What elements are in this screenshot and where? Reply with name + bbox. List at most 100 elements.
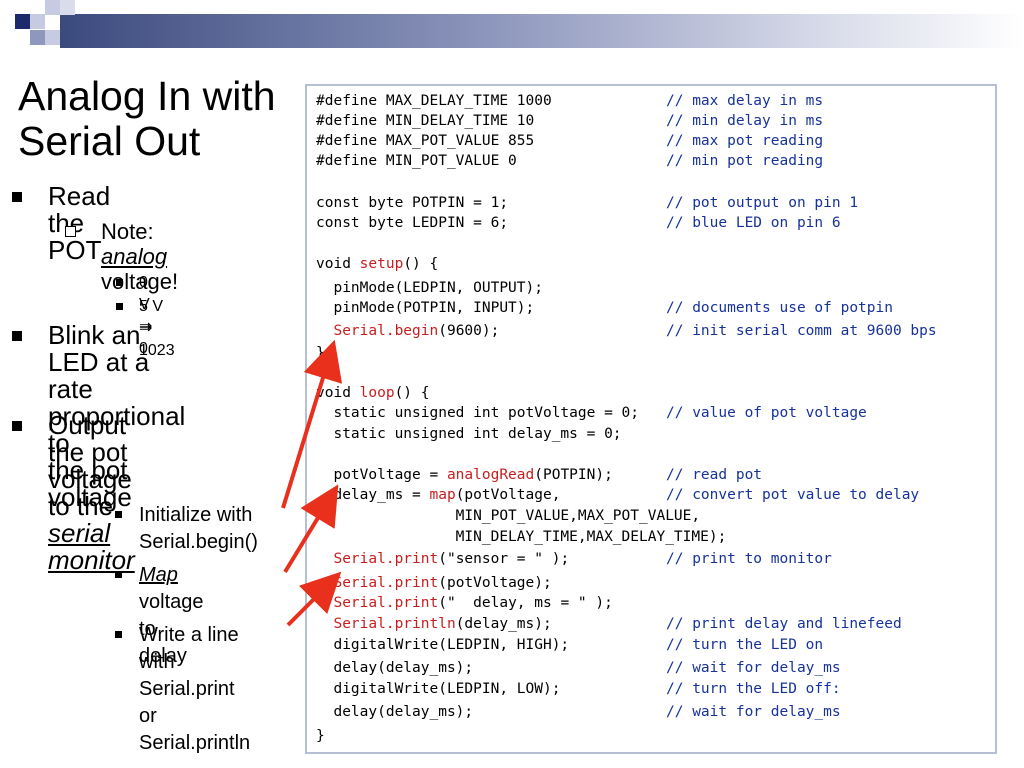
code-text: pinMode(POTPIN, INPUT);: [316, 300, 535, 316]
code-line: const byte LEDPIN = 6; // blue LED on pin…: [316, 213, 841, 233]
code-segment: void: [316, 256, 360, 272]
code-comment: // print delay and linefeed: [666, 616, 902, 632]
code-text: digitalWrite(LEDPIN, HIGH);: [316, 637, 570, 653]
code-text: Serial.print(potVoltage);: [316, 575, 552, 591]
code-line: const byte POTPIN = 1;// pot output on p…: [316, 193, 858, 213]
small-square-bullet-icon: [115, 631, 122, 638]
deco-square: [45, 0, 60, 15]
code-line: static unsigned int delay_ms = 0;: [316, 424, 622, 444]
code-line: MIN_POT_VALUE,MAX_POT_VALUE,: [316, 506, 700, 526]
code-comment: // max delay in ms: [666, 93, 824, 109]
code-text: }: [316, 345, 325, 361]
code-segment: delay_ms =: [316, 487, 430, 503]
code-keyword: Serial.print: [333, 595, 439, 611]
bullet-output-serial: Output the pot voltage to the serial mon…: [12, 412, 135, 574]
code-line: static unsigned int potVoltage = 0;// va…: [316, 403, 866, 423]
code-text: void setup() {: [316, 256, 438, 272]
code-segment: (" delay, ms = " );: [438, 595, 613, 611]
code-text: delay_ms = map(potVoltage,: [316, 487, 560, 503]
code-segment: (potVoltage,: [455, 487, 561, 503]
code-line: Serial.print(" delay, ms = " );: [316, 593, 613, 613]
code-segment: potVoltage =: [316, 467, 447, 483]
deco-square: [60, 0, 75, 15]
slide-title-line2: Serial Out: [18, 118, 201, 164]
code-segment: () {: [403, 256, 439, 272]
code-text: static unsigned int potVoltage = 0;: [316, 405, 640, 421]
sub-bullet-analog-note: Note: analog voltage!: [65, 219, 178, 294]
code-segment: (potVoltage);: [438, 575, 552, 591]
deco-square: [15, 14, 30, 29]
code-text: }: [316, 728, 325, 744]
code-line: }: [316, 343, 325, 363]
code-line: #define MAX_DELAY_TIME 1000 // max delay …: [316, 91, 823, 111]
code-text: const byte POTPIN = 1;: [316, 195, 509, 211]
slide-title: Analog In with Serial Out: [18, 74, 308, 164]
code-text: static unsigned int delay_ms = 0;: [316, 426, 622, 442]
sub-sub-bullet-5v: 5 V ⇒ 1023: [116, 296, 175, 362]
code-comment: // turn the LED on: [666, 637, 824, 653]
code-text: Serial.begin(9600);: [316, 323, 499, 339]
code-comment: // documents use of potpin: [666, 300, 893, 316]
code-line: Serial.print("sensor = " ); // print to m…: [316, 549, 831, 569]
code-segment: () {: [394, 385, 430, 401]
code-text: MIN_DELAY_TIME,MAX_DELAY_TIME);: [316, 529, 727, 545]
code-line: #define MIN_DELAY_TIME 10 // min delay in…: [316, 111, 823, 131]
code-text: #define MAX_POT_VALUE 855: [316, 133, 535, 149]
code-text: Serial.print("sensor = " );: [316, 551, 569, 567]
code-comment: // min pot reading: [666, 153, 824, 169]
code-text: const byte LEDPIN = 6;: [316, 215, 509, 231]
code-keyword: loop: [359, 385, 395, 401]
code-line: Serial.println(delay_ms);// print delay …: [316, 614, 901, 634]
code-segment: (9600);: [438, 323, 500, 339]
square-bullet-icon: [12, 192, 22, 202]
code-segment: (delay_ms);: [455, 616, 552, 632]
deco-square: [30, 14, 45, 29]
code-text: #define MAX_DELAY_TIME 1000: [316, 93, 552, 109]
code-text: #define MIN_POT_VALUE 0: [316, 153, 517, 169]
sub-bullet-initialize: Initialize with Serial.begin(): [115, 502, 258, 556]
code-line: void loop() {: [316, 383, 430, 403]
code-segment: [316, 616, 333, 632]
code-segment: ("sensor = " );: [438, 551, 570, 567]
code-line: digitalWrite(LEDPIN, HIGH); // turn the L…: [316, 635, 823, 655]
code-text: digitalWrite(LEDPIN, LOW);: [316, 681, 561, 697]
code-line: delay_ms = map(potVoltage,// convert pot…: [316, 485, 919, 505]
code-segment: [316, 551, 333, 567]
code-text: #define MIN_DELAY_TIME 10: [316, 113, 535, 129]
code-comment: // turn the LED off:: [666, 681, 841, 697]
square-bullet-icon: [12, 331, 22, 341]
code-comment: // wait for delay_ms: [666, 660, 841, 676]
code-text: delay(delay_ms);: [316, 660, 474, 676]
code-line: MIN_DELAY_TIME,MAX_DELAY_TIME);: [316, 527, 727, 547]
code-line: potVoltage = analogRead(POTPIN); // read …: [316, 465, 762, 485]
code-keyword: map: [429, 487, 456, 503]
code-line: delay(delay_ms); // wait for delay_ms: [316, 702, 840, 722]
code-text: delay(delay_ms);: [316, 704, 474, 720]
code-frame: [305, 84, 997, 754]
code-text: potVoltage = analogRead(POTPIN);: [316, 467, 613, 483]
code-segment: void: [316, 385, 360, 401]
hollow-square-bullet-icon: [65, 226, 76, 237]
code-comment: // blue LED on pin 6: [666, 215, 841, 231]
code-segment: [316, 323, 333, 339]
code-line: digitalWrite(LEDPIN, LOW); // turn the LE…: [316, 679, 840, 699]
code-line: }: [316, 726, 325, 746]
small-square-bullet-icon: [116, 279, 123, 286]
deco-square: [30, 30, 45, 45]
sub-sub-bullet-0v: 0 V ⇒ 0: [116, 272, 152, 360]
code-line: delay(delay_ms); // wait for delay_ms: [316, 658, 840, 678]
code-comment: // min delay in ms: [666, 113, 824, 129]
code-line: Serial.print(potVoltage);: [316, 573, 552, 593]
small-square-bullet-icon: [115, 571, 122, 578]
code-segment: (POTPIN);: [534, 467, 613, 483]
code-comment: // read pot: [666, 467, 763, 483]
code-comment: // wait for delay_ms: [666, 704, 841, 720]
code-keyword: setup: [359, 256, 404, 272]
code-keyword: analogRead: [446, 467, 535, 483]
code-text: Serial.print(" delay, ms = " );: [316, 595, 613, 611]
code-keyword: Serial.begin: [333, 323, 439, 339]
small-square-bullet-icon: [115, 511, 122, 518]
code-comment: // print to monitor: [666, 551, 832, 567]
code-line: void setup() {: [316, 254, 438, 274]
code-comment: // init serial comm at 9600 bps: [666, 323, 937, 339]
